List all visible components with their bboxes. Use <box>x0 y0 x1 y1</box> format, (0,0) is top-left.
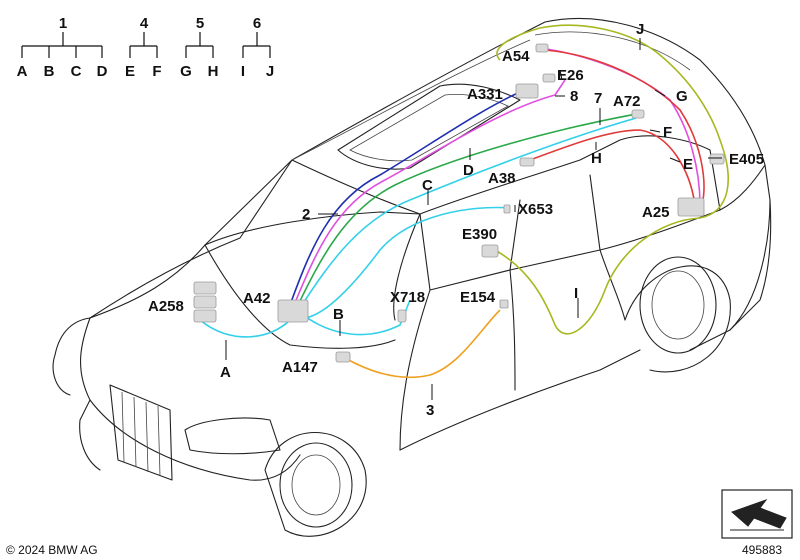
component-labels: A54 E26 A331 8 7 A72 J G F E405 E H D A3… <box>148 21 764 419</box>
module-A42[interactable] <box>277 299 309 323</box>
arrow-icon[interactable] <box>721 489 793 539</box>
hood <box>80 244 396 401</box>
front-wheel <box>264 431 367 537</box>
tree-legend: 1 A B C D 4 E F 5 G H 6 I J <box>17 15 275 80</box>
tree-leaf-label: B <box>44 63 55 80</box>
rear-wheel <box>624 256 731 373</box>
label-F: F <box>663 124 672 141</box>
label-A331: A331 <box>467 86 503 103</box>
tree-lines <box>129 32 158 58</box>
label-X718: X718 <box>390 289 425 306</box>
headlight <box>184 417 281 455</box>
label-X653: X653 <box>518 201 553 218</box>
label-C: C <box>422 177 433 194</box>
tree-root-label: 6 <box>253 15 261 32</box>
label-7: 7 <box>594 90 602 107</box>
tree-leaf-label: E <box>125 63 135 80</box>
module-E26[interactable] <box>542 73 556 83</box>
tree-leaf-label: J <box>266 63 274 80</box>
headlight-left <box>52 317 91 396</box>
label-E26: E26 <box>557 67 584 84</box>
tree-leaf-label: D <box>97 63 108 80</box>
tree-lines <box>185 32 214 58</box>
connector-X653[interactable] <box>503 204 511 214</box>
label-A: A <box>220 364 231 381</box>
window-pillars <box>509 174 601 271</box>
tree-lines <box>242 32 271 58</box>
wire-orange <box>344 309 501 379</box>
copyright-text: © 2024 BMW AG <box>6 543 98 557</box>
module-E390[interactable] <box>481 244 499 258</box>
rear-panel <box>719 164 772 331</box>
module-A258[interactable] <box>193 281 217 323</box>
windshield-frame <box>204 159 421 246</box>
tree-leaf-label: I <box>241 63 245 80</box>
label-E154: E154 <box>460 289 496 306</box>
module-E154[interactable] <box>499 299 509 309</box>
label-E390: E390 <box>462 226 497 243</box>
label-A258: A258 <box>148 298 184 315</box>
windshield <box>204 211 421 321</box>
door-lines <box>399 249 626 451</box>
wire-green <box>297 113 637 306</box>
tree-root-label: 5 <box>196 15 204 32</box>
module-A38[interactable] <box>519 157 535 167</box>
label-A54: A54 <box>502 48 530 65</box>
label-B: B <box>333 306 344 323</box>
roof-rail <box>291 31 691 161</box>
label-A42: A42 <box>243 290 271 307</box>
label-A72: A72 <box>613 93 641 110</box>
connector-X718[interactable] <box>397 309 407 323</box>
label-3: 3 <box>426 402 434 419</box>
wire-red <box>529 49 705 206</box>
tree-leaf-label: A <box>17 63 28 80</box>
components <box>193 43 725 363</box>
tree-group-4: 4 E F <box>125 15 162 80</box>
label-E: E <box>683 156 693 173</box>
label-2: 2 <box>302 206 310 223</box>
label-8: 8 <box>570 88 578 105</box>
module-A72[interactable] <box>631 109 645 119</box>
tree-leaf-label: F <box>152 63 161 80</box>
sunroof <box>337 83 521 170</box>
sill <box>399 349 641 451</box>
tree-group-6: 6 I J <box>241 15 274 80</box>
label-A147: A147 <box>282 359 318 376</box>
label-J: J <box>636 21 644 38</box>
leader-lines <box>225 38 722 400</box>
tree-root-label: 4 <box>140 15 149 32</box>
module-A331[interactable] <box>515 83 539 99</box>
label-H: H <box>591 150 602 167</box>
tree-leaf-label: C <box>71 63 82 80</box>
wire-olive <box>494 24 729 335</box>
module-E405[interactable] <box>709 153 725 165</box>
tree-group-5: 5 G H <box>180 15 218 80</box>
side-windows <box>419 135 721 291</box>
label-G: G <box>676 88 688 105</box>
tree-leaf-label: G <box>180 63 192 80</box>
wiring-harness <box>199 24 729 379</box>
module-A25[interactable] <box>677 197 705 217</box>
tree-root-label: 1 <box>59 15 67 32</box>
tree-leaf-label: H <box>208 63 219 80</box>
front-bumper <box>79 399 301 481</box>
wire-blue <box>289 91 521 306</box>
car-outline <box>52 17 772 537</box>
label-I: I <box>574 285 578 302</box>
label-D: D <box>463 162 474 179</box>
tree-group-1: 1 A B C D <box>17 15 108 80</box>
sunroof-inner <box>349 93 509 162</box>
module-A147[interactable] <box>335 351 351 363</box>
label-A38: A38 <box>488 170 516 187</box>
module-A54[interactable] <box>535 43 549 53</box>
label-E405: E405 <box>729 151 764 168</box>
wire-cyan <box>199 117 637 338</box>
tree-lines <box>21 32 103 58</box>
grille <box>109 384 173 481</box>
diagram-number: 495883 <box>742 543 782 557</box>
label-A25: A25 <box>642 204 670 221</box>
